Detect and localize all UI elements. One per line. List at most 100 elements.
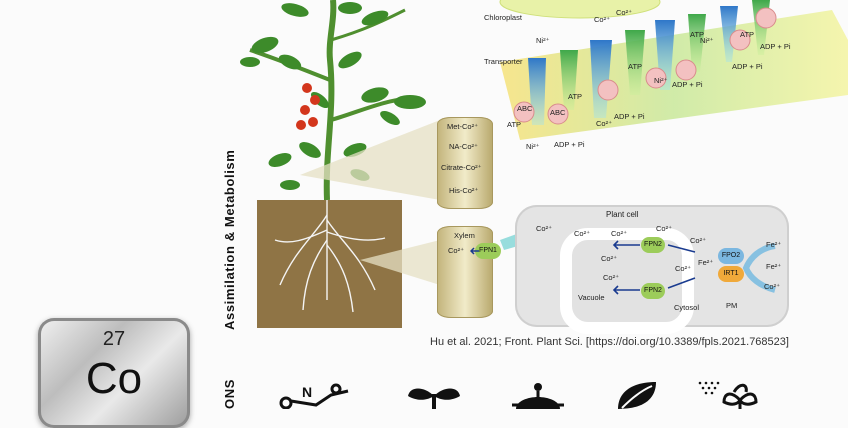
root	[326, 219, 376, 291]
adp-label: ADP + Pi	[672, 80, 703, 89]
nitrogen-fixation-icon	[279, 383, 349, 409]
leaf	[361, 10, 389, 26]
complex-label: Citrate-Co²⁺	[441, 163, 482, 172]
leaf	[268, 153, 292, 167]
complex-cylinder	[437, 117, 493, 209]
abc-label: ABC	[517, 104, 533, 113]
plant-cell-title: Plant cell	[606, 210, 639, 219]
tomato-fruit	[310, 95, 320, 105]
fpo2-transporter: FPO2	[718, 248, 744, 264]
citation: Hu et al. 2021; Front. Plant Sci. [https…	[430, 336, 789, 348]
tomato-fruit	[300, 105, 310, 115]
cell-co-label: Co²⁺	[601, 254, 618, 263]
transport-beam	[688, 14, 706, 72]
xylem-arrow	[470, 247, 479, 255]
cell-co-label: Co²⁺	[603, 273, 620, 282]
cytosol-label: Cytosol	[674, 303, 700, 312]
cell-fe-label: Fe²⁺	[698, 258, 714, 267]
flask-icon	[512, 383, 564, 409]
vacuole-label: Vacuole	[578, 293, 605, 302]
atpase-sphere	[675, 59, 697, 81]
ion-label: Ni²⁺	[654, 76, 668, 85]
ion-label: Ni²⁺	[700, 36, 714, 45]
cell-co-label: Co²⁺	[675, 264, 692, 273]
leaf	[338, 2, 362, 14]
adp-label: ADP + Pi	[732, 62, 763, 71]
cell-co-label: Co²⁺	[764, 282, 781, 291]
sprinkler-plant-icon	[698, 381, 758, 409]
atp-label: ATP	[690, 30, 705, 39]
cell-co-label: Co²⁺	[656, 224, 673, 233]
complex-label: His-Co²⁺	[449, 186, 479, 195]
cell-fe-label: Fe²⁺	[766, 240, 782, 249]
atpase-sphere	[755, 7, 777, 29]
leaf-icon	[618, 382, 656, 409]
transport-beam	[625, 30, 645, 95]
chloroplast-shape	[499, 0, 661, 19]
atp-label: ATP	[740, 30, 755, 39]
complex-label: Met-Co²⁺	[447, 122, 479, 131]
leaf	[338, 51, 362, 69]
zoom-cone	[300, 120, 440, 200]
atpase-sphere	[547, 103, 569, 125]
cobalt-element-tile: 27 Co	[38, 318, 190, 428]
plant-stem	[323, 0, 337, 201]
zoom-cone	[360, 240, 440, 285]
ion-label: Ni²⁺	[526, 142, 540, 151]
transport-beam	[560, 50, 578, 110]
adp-label: ADP + Pi	[614, 112, 645, 121]
irt1-transporter: IRT1	[718, 266, 744, 282]
zoom-cones	[300, 120, 440, 285]
element-symbol: Co	[85, 354, 143, 403]
transporter-label: Transporter	[484, 57, 523, 66]
cell-fe-label: Fe²⁺	[766, 262, 782, 271]
xylem-cylinder	[437, 226, 493, 318]
cell-co-label: Co²⁺	[536, 224, 553, 233]
atpase-sphere	[729, 29, 751, 51]
atp-label: ATP	[568, 92, 583, 101]
atpase-sphere	[513, 101, 535, 123]
fpn1-transporter: FPN1	[475, 243, 501, 259]
section-title-bottom: ONS	[222, 379, 237, 409]
abc-label: ABC	[550, 108, 566, 117]
cell-co-label: Co²⁺	[611, 229, 628, 238]
root	[326, 244, 354, 313]
fpn2-transporter-lower: FPN2	[641, 283, 665, 299]
seedling-icon	[408, 388, 460, 409]
leaf	[278, 54, 302, 70]
atpase-sphere	[597, 79, 619, 101]
root	[279, 214, 328, 286]
cell-co-label: Co²⁺	[690, 236, 707, 245]
ion-label: Co²⁺	[594, 15, 611, 24]
atp-label: ATP	[628, 62, 643, 71]
pm-label: PM	[726, 301, 738, 310]
leaf	[240, 57, 260, 67]
leaf	[299, 142, 321, 158]
ion-label: Co²⁺	[616, 8, 633, 17]
root	[326, 231, 386, 241]
xylem-ion-label: Co²⁺	[448, 246, 465, 255]
tomato-fruit	[302, 83, 312, 93]
adp-label: ADP + Pi	[760, 42, 791, 51]
nitrogen-letter: N	[302, 384, 313, 400]
root	[274, 229, 328, 243]
tomato-fruit	[308, 117, 318, 127]
cell-co-label: Co²⁺	[574, 229, 591, 238]
atomic-number: 27	[102, 328, 126, 350]
section-title: Assimilation & Metabolism	[222, 149, 237, 330]
ion-label: Co²⁺	[596, 119, 613, 128]
leaf	[361, 87, 389, 103]
root	[302, 239, 328, 311]
fpn2-transporter-upper: FPN2	[641, 237, 665, 253]
leaf	[280, 180, 300, 190]
atpase-sphere	[645, 67, 667, 89]
adp-label: ADP + Pi	[554, 140, 585, 149]
chloroplast-label: Chloroplast	[484, 13, 522, 22]
complex-label: NA-Co²⁺	[449, 142, 478, 151]
ion-label: Ni²⁺	[536, 36, 550, 45]
atp-label: ATP	[507, 120, 522, 129]
xylem-label: Xylem	[454, 231, 475, 240]
tomato-fruit	[296, 120, 306, 130]
cell-arrows	[612, 240, 776, 295]
leaf	[394, 95, 426, 109]
